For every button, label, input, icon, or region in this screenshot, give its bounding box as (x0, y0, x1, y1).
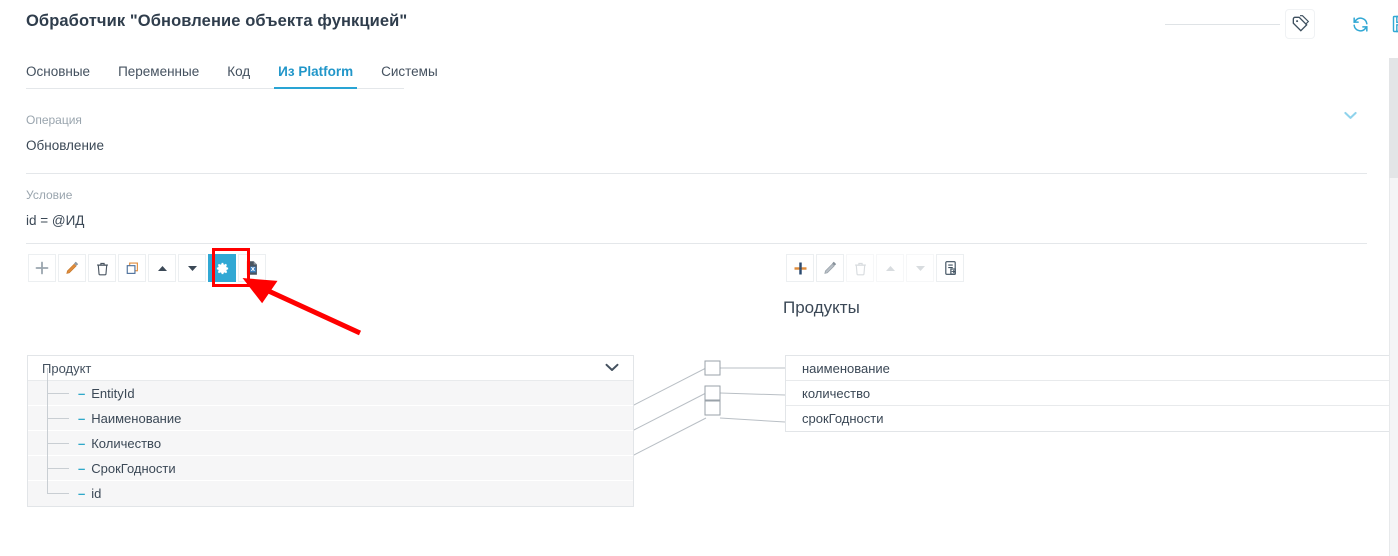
tree-connector-icon (42, 442, 78, 481)
source-copy-button[interactable] (118, 254, 146, 282)
target-move-up-button[interactable] (876, 254, 904, 282)
source-delete-button[interactable] (88, 254, 116, 282)
target-row-label: количество (802, 385, 871, 401)
target-delete-button[interactable] (846, 254, 874, 282)
tree-item-label: СрокГодности (91, 460, 176, 476)
tree-item-kolichestvo[interactable]: – Количество (28, 417, 633, 456)
source-tree: Продукт – EntityId – Наименование – Коли… (27, 355, 634, 507)
chevron-down-icon[interactable] (605, 361, 619, 374)
target-move-down-button[interactable] (906, 254, 934, 282)
tab-kod[interactable]: Код (227, 64, 251, 79)
condition-underline (26, 243, 1367, 244)
tree-item-srokgodnosti[interactable]: – СрокГодности (28, 442, 633, 481)
tab-sistemy[interactable]: Системы (381, 64, 438, 79)
tree-item-label: id (91, 486, 102, 501)
tree-item-entityid[interactable]: – EntityId (28, 367, 633, 406)
target-table: наименование количество срокГодности (785, 355, 1390, 432)
annotation-highlight-box (212, 248, 250, 287)
tree-item-label: Количество (91, 435, 162, 451)
tree-connector-icon (42, 417, 78, 456)
source-tree-root-label: Продукт (42, 360, 92, 376)
tree-item-naimenovanie[interactable]: – Наименование (28, 392, 633, 431)
source-toolbar: X (28, 254, 266, 282)
operation-value: Обновление (26, 138, 104, 153)
page-scrollbar-thumb[interactable] (1389, 58, 1398, 178)
table-row[interactable]: срокГодности (786, 406, 1389, 431)
tree-connector-icon (42, 468, 78, 506)
operation-label: Операция (26, 113, 82, 127)
target-title: Продукты (783, 298, 860, 317)
source-add-button[interactable] (28, 254, 56, 282)
condition-field[interactable]: Условие id = @ИД (26, 188, 1367, 228)
target-row-label: срокГодности (802, 411, 884, 426)
target-add-button[interactable] (786, 254, 814, 282)
save-icon[interactable] (1386, 9, 1398, 39)
target-edit-button[interactable] (816, 254, 844, 282)
operation-field[interactable]: Операция Обновление (26, 111, 1367, 153)
tree-connector-icon (42, 392, 78, 431)
operation-underline (26, 173, 1367, 174)
table-row[interactable]: количество (786, 381, 1389, 406)
source-move-down-button[interactable] (178, 254, 206, 282)
svg-text:X: X (250, 267, 255, 273)
tree-item-label: Наименование (91, 410, 182, 426)
page-scrollbar-track[interactable] (1389, 58, 1398, 556)
condition-value: id = @ИД (26, 213, 85, 228)
tags-icon[interactable] (1285, 9, 1315, 39)
table-row[interactable]: наименование (786, 356, 1389, 381)
tab-iz-platform[interactable]: Из Platform (264, 64, 367, 89)
chevron-down-icon[interactable] (1344, 109, 1357, 122)
field-marker-icon: – (78, 410, 86, 426)
target-toolbar (786, 254, 964, 282)
field-marker-icon: – (78, 460, 86, 476)
tab-bar: Основные Переменные Код Из Platform Сист… (26, 58, 438, 89)
target-row-label: наименование (802, 360, 890, 376)
page-title: Обработчик "Обновление объекта функцией" (26, 12, 408, 30)
field-marker-icon: – (78, 486, 86, 501)
condition-label: Условие (26, 188, 73, 202)
refresh-icon[interactable] (1345, 9, 1375, 39)
target-import-button[interactable] (936, 254, 964, 282)
tree-connector-icon (42, 367, 78, 406)
source-edit-button[interactable] (58, 254, 86, 282)
header-divider (1165, 24, 1280, 25)
tab-peremennye[interactable]: Переменные (118, 64, 200, 79)
field-marker-icon: – (78, 385, 86, 401)
source-tree-header[interactable]: Продукт (28, 356, 633, 381)
tree-item-label: EntityId (91, 385, 135, 401)
tree-item-id[interactable]: – id (28, 468, 633, 506)
source-move-up-button[interactable] (148, 254, 176, 282)
field-marker-icon: – (78, 435, 86, 451)
tab-osnovnye[interactable]: Основные (26, 64, 91, 79)
